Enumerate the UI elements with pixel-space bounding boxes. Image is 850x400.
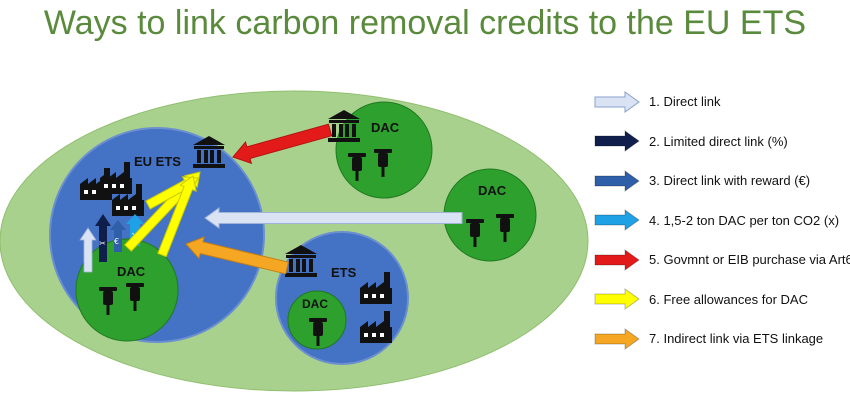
legend-arrow-icon [594,327,640,350]
page-title: Ways to link carbon removal credits to t… [43,4,807,42]
dac-circle-left [75,238,179,342]
legend-item: 3. Direct link with reward (€) [593,161,843,201]
legend-item: 2. Limited direct link (%) [593,122,843,162]
legend-item: 7. Indirect link via ETS linkage [593,319,843,359]
legend-label: 4. 1,5-2 ton DAC per ton CO2 (x) [649,212,840,228]
dac-label-left: DAC [117,264,146,279]
legend-item: 5. Govmnt or EIB purchase via Art6 [593,240,850,280]
legend-item: 4. 1,5-2 ton DAC per ton CO2 (x) [593,201,843,241]
legend-arrow-icon [594,288,640,311]
legend: 1. Direct link 2. Limited direct link (%)… [593,82,850,359]
legend-arrow-icon [594,209,640,232]
mini-arrow-navy [95,214,111,262]
legend-label: 7. Indirect link via ETS linkage [649,331,824,347]
legend-arrow-icon [594,90,640,113]
legend-arrow-icon [594,169,640,192]
legend-item: 1. Direct link [593,82,843,122]
legend-label: 2. Limited direct link (%) [649,133,788,149]
dac-label-right: DAC [478,183,507,198]
legend-item: 6. Free allowances for DAC [593,280,843,320]
dac-label-small: DAC [302,297,328,311]
arrow-direct-link [204,207,463,229]
legend-label: 1. Direct link [649,94,721,110]
legend-label: 6. Free allowances for DAC [649,291,808,307]
mini-arrow-wrench-symbol: ✂ [99,239,106,248]
arrow-govmnt-art6 [232,123,333,165]
legend-arrow-icon [594,248,640,271]
legend-label: 5. Govmnt or EIB purchase via Art6 [649,252,850,268]
mini-arrow-light [79,227,97,273]
arrow-free-allowance [157,175,197,258]
dac-label-top: DAC [371,120,400,135]
ets-label: ETS [331,265,357,280]
mini-arrow-euro-symbol: € [114,237,119,246]
arrow-indirect-ets [185,236,290,275]
mini-arrow-midblue [110,220,126,252]
legend-label: 3. Direct link with reward (€) [649,173,811,189]
eu-ets-label: EU ETS [134,154,181,169]
legend-arrow-icon [594,130,640,153]
